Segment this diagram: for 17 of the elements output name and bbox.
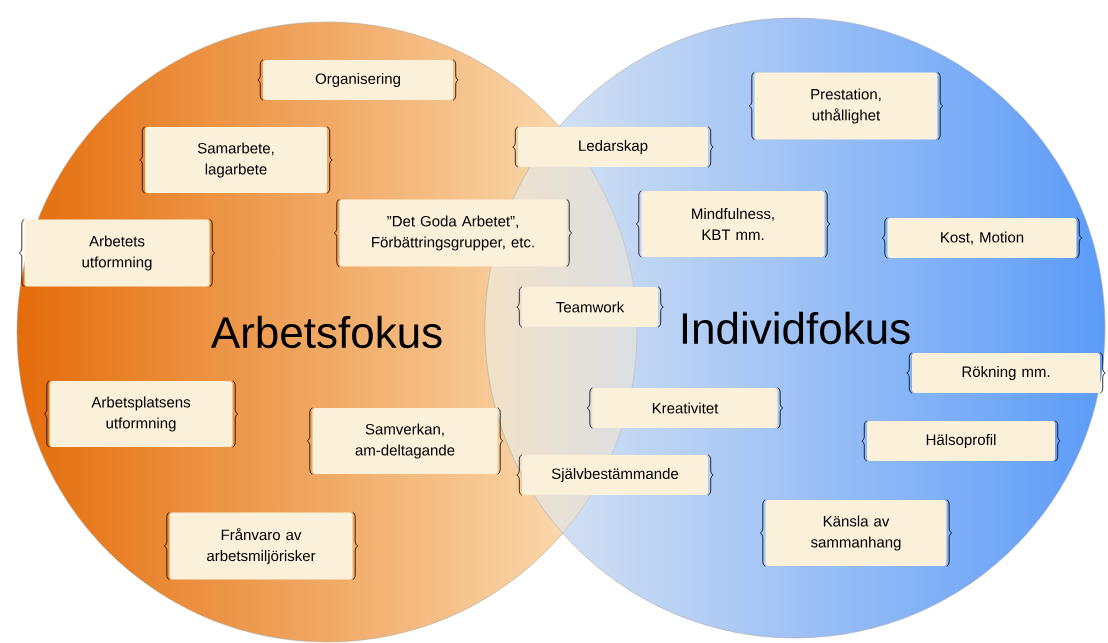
brace-box: Kost, Motion	[881, 217, 1083, 259]
brace-box: Självbestämmande	[516, 454, 714, 496]
brace-box: Samarbete, lagarbete	[139, 126, 333, 194]
brace-box: Rökning mm.	[906, 352, 1106, 394]
brace-box: Arbetsplatsens utformning	[43, 380, 239, 448]
brace-box: Hälsoprofil	[861, 420, 1061, 462]
brace-box: Känsla av sammanhang	[759, 499, 953, 567]
brace-box: Mindfulness, KBT mm.	[635, 190, 831, 258]
brace-box: Prestation, uthållighet	[748, 71, 944, 141]
brace-box: Organisering	[257, 59, 459, 101]
brace-box: Frånvaro av arbetsmiljörisker	[163, 511, 359, 581]
brace-box: Samverkan, am-deltagande	[306, 407, 504, 475]
brace-box: Teamwork	[516, 286, 664, 328]
brace-box: Arbetets utformning	[18, 218, 216, 288]
brace-box: Ledarskap	[512, 126, 714, 168]
brace-box: ”Det Goda Arbetet”, Förbättringsgrupper, etc.	[333, 198, 573, 268]
brace-box: Kreativitet	[586, 387, 784, 429]
